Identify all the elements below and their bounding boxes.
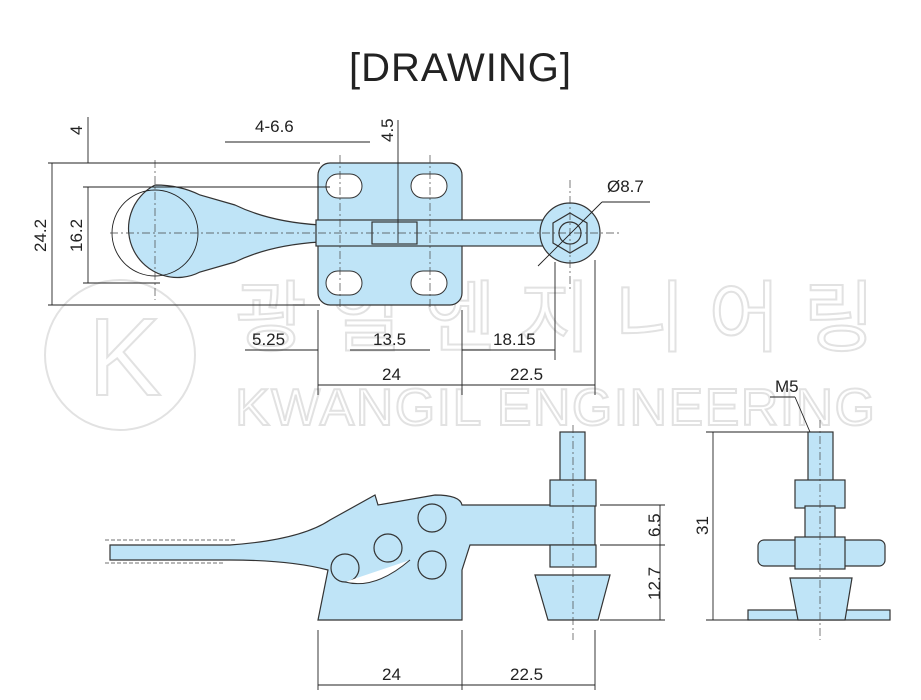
top-view: 4 4-6.6 4.5 24.2 16.2 Ø8.7 5.25 13.5 18.… bbox=[31, 117, 650, 395]
dim-diameter-8-7: Ø8.7 bbox=[607, 177, 644, 196]
dim-6-5: 6.5 bbox=[645, 513, 664, 537]
dim-24-side: 24 bbox=[382, 665, 401, 684]
svg-text:K: K bbox=[88, 296, 161, 419]
side-view: 6.5 12.7 24 22.5 bbox=[105, 425, 665, 690]
dim-24-top: 24 bbox=[382, 365, 401, 384]
dim-16-2: 16.2 bbox=[67, 219, 86, 252]
end-view: M5 31 bbox=[693, 377, 891, 640]
dim-5-25: 5.25 bbox=[252, 330, 285, 349]
dim-22-5-top: 22.5 bbox=[510, 365, 543, 384]
dim-22-5-side: 22.5 bbox=[510, 665, 543, 684]
dim-4-6-6: 4-6.6 bbox=[255, 117, 294, 136]
dim-13-5: 13.5 bbox=[373, 330, 406, 349]
mounting-holes bbox=[325, 173, 448, 296]
dim-4: 4 bbox=[67, 126, 86, 135]
drawing-title: [DRAWING] bbox=[348, 46, 573, 90]
dim-12-7: 12.7 bbox=[645, 567, 664, 600]
svg-text:KWANGIL ENGINEERING: KWANGIL ENGINEERING bbox=[235, 379, 875, 437]
dim-31: 31 bbox=[693, 516, 712, 535]
dim-18-15: 18.15 bbox=[493, 330, 536, 349]
dim-m5: M5 bbox=[775, 377, 799, 396]
dim-4-5: 4.5 bbox=[378, 118, 397, 142]
dim-24-2: 24.2 bbox=[31, 219, 50, 252]
